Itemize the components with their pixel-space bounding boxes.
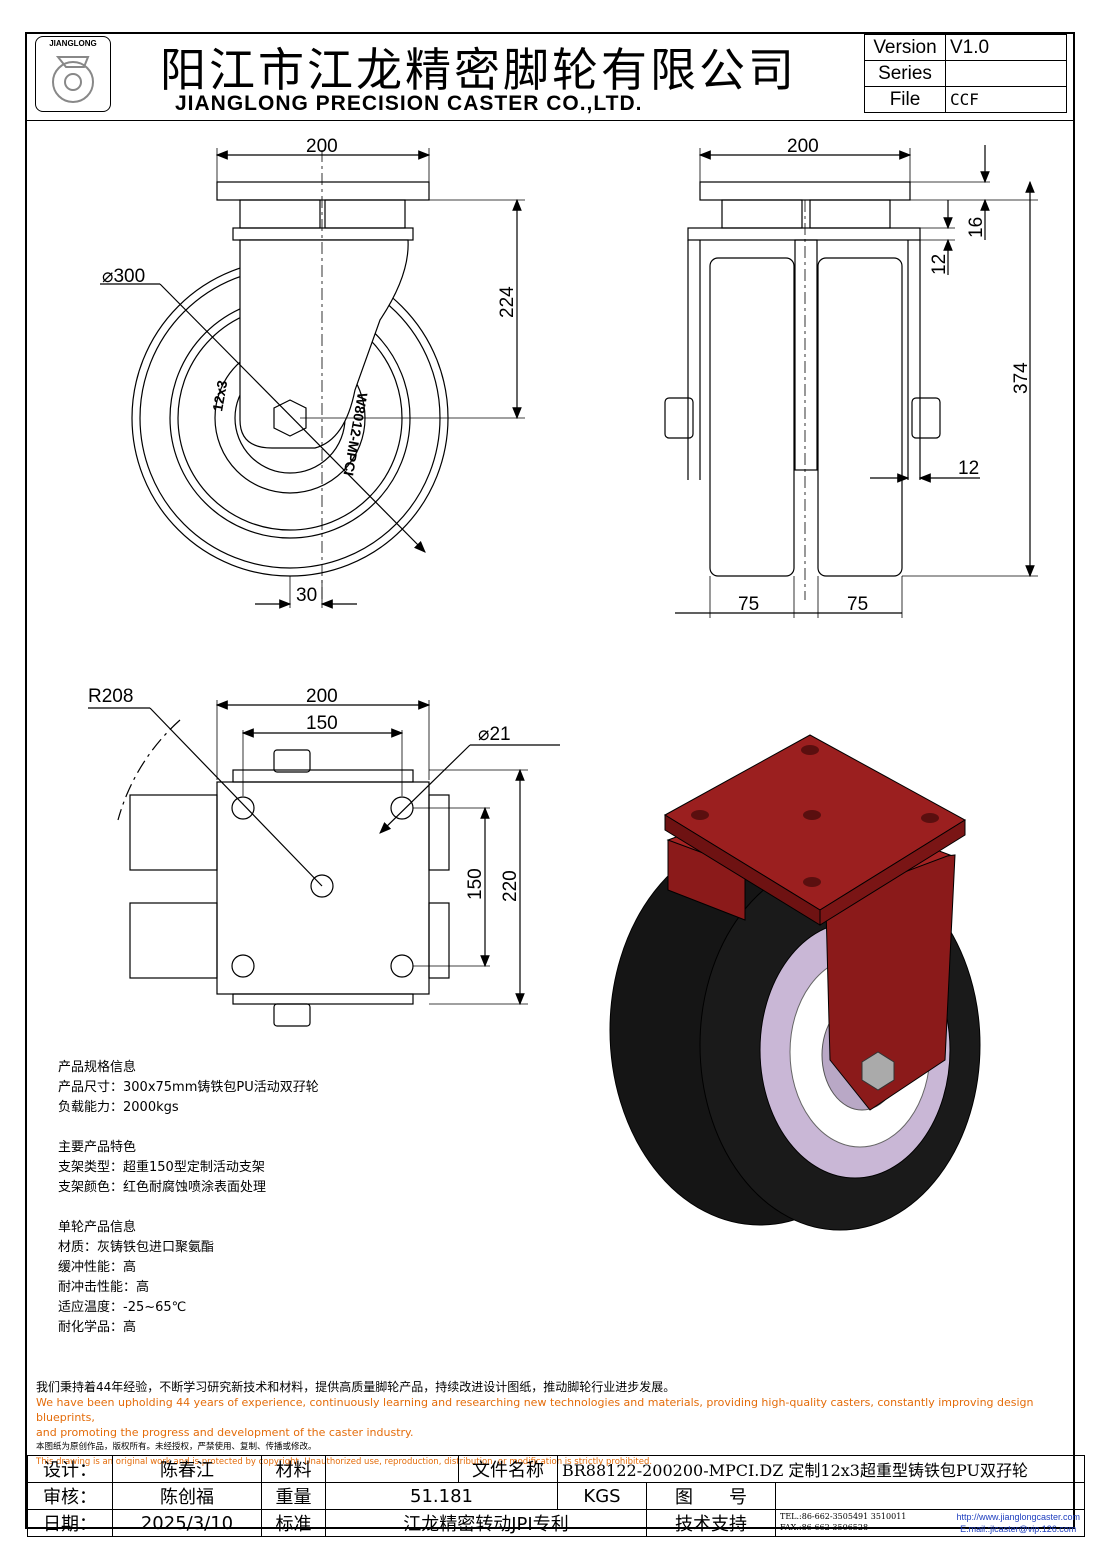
reviewer: 陈创福	[112, 1482, 262, 1510]
drawing-no	[775, 1482, 1085, 1510]
side-view	[100, 148, 525, 609]
weight-value: 51.181	[325, 1482, 558, 1510]
spec-chemical: 耐化学品：高	[58, 1320, 137, 1335]
logo-text: JIANGLONG	[49, 39, 97, 48]
spec-heading-1: 产品规格信息	[58, 1060, 137, 1075]
design-label: 设计：	[27, 1455, 113, 1483]
dim-offset-30: 30	[296, 585, 317, 606]
isometric-caster-render	[609, 734, 981, 1231]
email-link[interactable]: E.mail.:jlcaster@vip.126.com	[960, 1524, 1077, 1534]
dim-top-150-vertical: 150	[465, 868, 486, 900]
statement-en-1: We have been upholding 44 years of exper…	[36, 1396, 1034, 1424]
drawing-no-label: 图 号	[646, 1482, 776, 1510]
contact-phone: TEL.:86-662-3505491 3510011 FAX.:86-662-…	[780, 1511, 906, 1535]
dim-hole-diameter: ⌀21	[478, 724, 511, 745]
designer: 陈春江	[112, 1455, 262, 1483]
filename-label: 文件名称	[458, 1455, 558, 1483]
weight-unit: KGS	[557, 1482, 647, 1510]
date-value: 2025/3/10	[112, 1509, 262, 1537]
dim-374: 374	[1011, 362, 1032, 394]
spec-material: 材质：灰铸铁包进口聚氨酯	[58, 1240, 215, 1255]
standard-label: 标准	[261, 1509, 326, 1537]
contact-web: http://www.jianglongcaster.com E.mail.:j…	[956, 1511, 1080, 1535]
dim-front-width: 200	[787, 136, 819, 157]
spec-cushion: 缓冲性能：高	[58, 1260, 137, 1275]
dim-16: 16	[966, 217, 987, 238]
product-spec-info: 产品规格信息 产品尺寸：300x75mm铸铁包PU活动双孖轮 负载能力：2000…	[58, 1058, 319, 1358]
file-value: CCF	[945, 86, 1067, 113]
dim-top-220: 220	[500, 870, 521, 902]
website-link[interactable]: http://www.jianglongcaster.com	[956, 1512, 1080, 1522]
spec-heading-2: 主要产品特色	[58, 1140, 137, 1155]
standard-value: 江龙精密转动JPI专利	[325, 1509, 647, 1537]
dim-radius: R208	[88, 686, 133, 707]
dim-75-right: 75	[847, 594, 868, 615]
title-block: 设计： 陈春江 材料 文件名称 BR88122-200200-MPCI.DZ 定…	[27, 1455, 1085, 1537]
dim-side-width: 200	[306, 136, 338, 157]
file-label: File	[864, 86, 946, 113]
wheel-mark-left: 12x3	[209, 379, 230, 413]
spec-size: 产品尺寸：300x75mm铸铁包PU活动双孖轮	[58, 1080, 319, 1095]
statement-cn: 我们秉持着44年经验，不断学习研究新技术和材料，提供高质量脚轮产品，持续改进设计…	[36, 1380, 676, 1394]
support-label: 技术支持	[646, 1509, 776, 1537]
spec-temperature: 适应温度：-25~65℃	[58, 1300, 187, 1315]
spec-heading-3: 单轮产品信息	[58, 1220, 137, 1235]
technical-drawing: 200 ⌀300 224 30 12x3 W8012-MPCI 200 16 1…	[88, 136, 1038, 1231]
spec-bracket-type: 支架类型：超重150型定制活动支架	[58, 1160, 265, 1175]
copyright-cn: 本图纸为原创作品，版权所有。未经授权，严禁使用、复制、传播或修改。	[36, 1442, 317, 1452]
filename: BR88122-200200-MPCI.DZ 定制12x3超重型铸铁包PU双孖轮	[557, 1455, 1085, 1483]
spec-load: 负载能力：2000kgs	[58, 1100, 179, 1115]
fax: FAX.:86-662-3506528	[780, 1523, 869, 1532]
date-label: 日期：	[27, 1509, 113, 1537]
tel: TEL.:86-662-3505491 3510011	[780, 1512, 907, 1521]
dim-diameter: ⌀300	[102, 266, 145, 287]
statement-en-2: and promoting the progress and developme…	[36, 1426, 414, 1439]
review-label: 审核：	[27, 1482, 113, 1510]
spec-bracket-color: 支架颜色：红色耐腐蚀喷涂表面处理	[58, 1180, 267, 1195]
company-name-cn: 阳江市江龙精密脚轮有限公司	[160, 43, 797, 97]
dim-top-200: 200	[306, 686, 338, 707]
material-value	[325, 1455, 459, 1483]
weight-label: 重量	[261, 1482, 326, 1510]
dim-height-224: 224	[497, 286, 518, 318]
company-logo: JIANGLONG	[35, 36, 111, 112]
material-label: 材料	[261, 1455, 326, 1483]
version-value: V1.0	[945, 34, 1067, 61]
dim-12-side: 12	[958, 458, 979, 479]
company-name-en: JIANGLONG PRECISION CASTER CO.,LTD.	[175, 92, 643, 115]
spec-impact: 耐冲击性能：高	[58, 1280, 150, 1295]
caster-logo-icon	[52, 56, 94, 103]
header-divider	[25, 120, 1075, 121]
dim-12-top: 12	[929, 254, 950, 275]
front-view	[664, 145, 1038, 618]
dim-top-150: 150	[306, 713, 338, 734]
dim-75-left: 75	[738, 594, 759, 615]
top-view	[88, 700, 560, 1027]
